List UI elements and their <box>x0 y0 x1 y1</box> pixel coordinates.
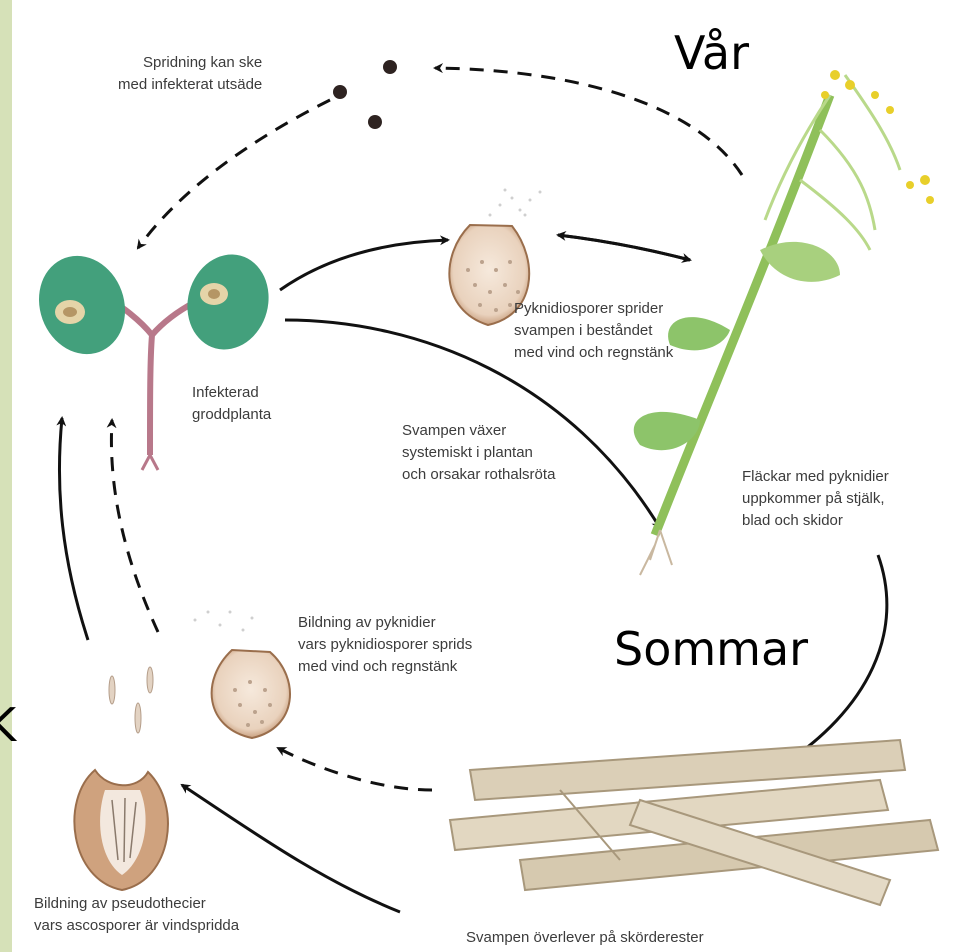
label-stem-spots: Fläckar med pyknidier uppkommer på stjäl… <box>742 466 889 532</box>
infected-seedling-illustration <box>25 244 279 470</box>
season-spring: Vår <box>674 26 749 80</box>
season-summer: Sommar <box>614 622 808 676</box>
label-overwinter: Svampen överlever på skörderester <box>466 927 704 949</box>
pseudothecium <box>74 667 168 890</box>
infected-seeds <box>333 60 397 129</box>
pycnidium-lower <box>194 611 290 739</box>
label-pseudothecia-formation: Bildning av pseudothecier vars ascospore… <box>34 893 239 937</box>
crop-residue <box>450 740 938 905</box>
arrow-stubble-to-pycnidium <box>278 748 432 790</box>
arrow-plant-to-seeds <box>435 68 742 175</box>
label-seed-spread: Spridning kan ske med infekterat utsäde <box>118 52 262 96</box>
label-infected-seedling: Infekterad groddplanta <box>192 382 271 426</box>
arrow-seeds-to-seedling <box>138 100 330 248</box>
arrow-seedling-to-pycnidium <box>280 240 448 290</box>
season-autumn-fragment: K <box>0 698 16 752</box>
label-systemic-growth: Svampen växer systemiskt i plantan och o… <box>402 420 555 486</box>
arrow-ascospores-to-seedling <box>59 418 88 640</box>
label-pycnidia-formation: Bildning av pyknidier vars pyknidiospore… <box>298 612 472 678</box>
label-pycnidiospore-spread: Pyknidiosporer sprider svampen i bestånd… <box>514 298 673 364</box>
arrow-pycnidium-plant-back <box>558 235 690 260</box>
